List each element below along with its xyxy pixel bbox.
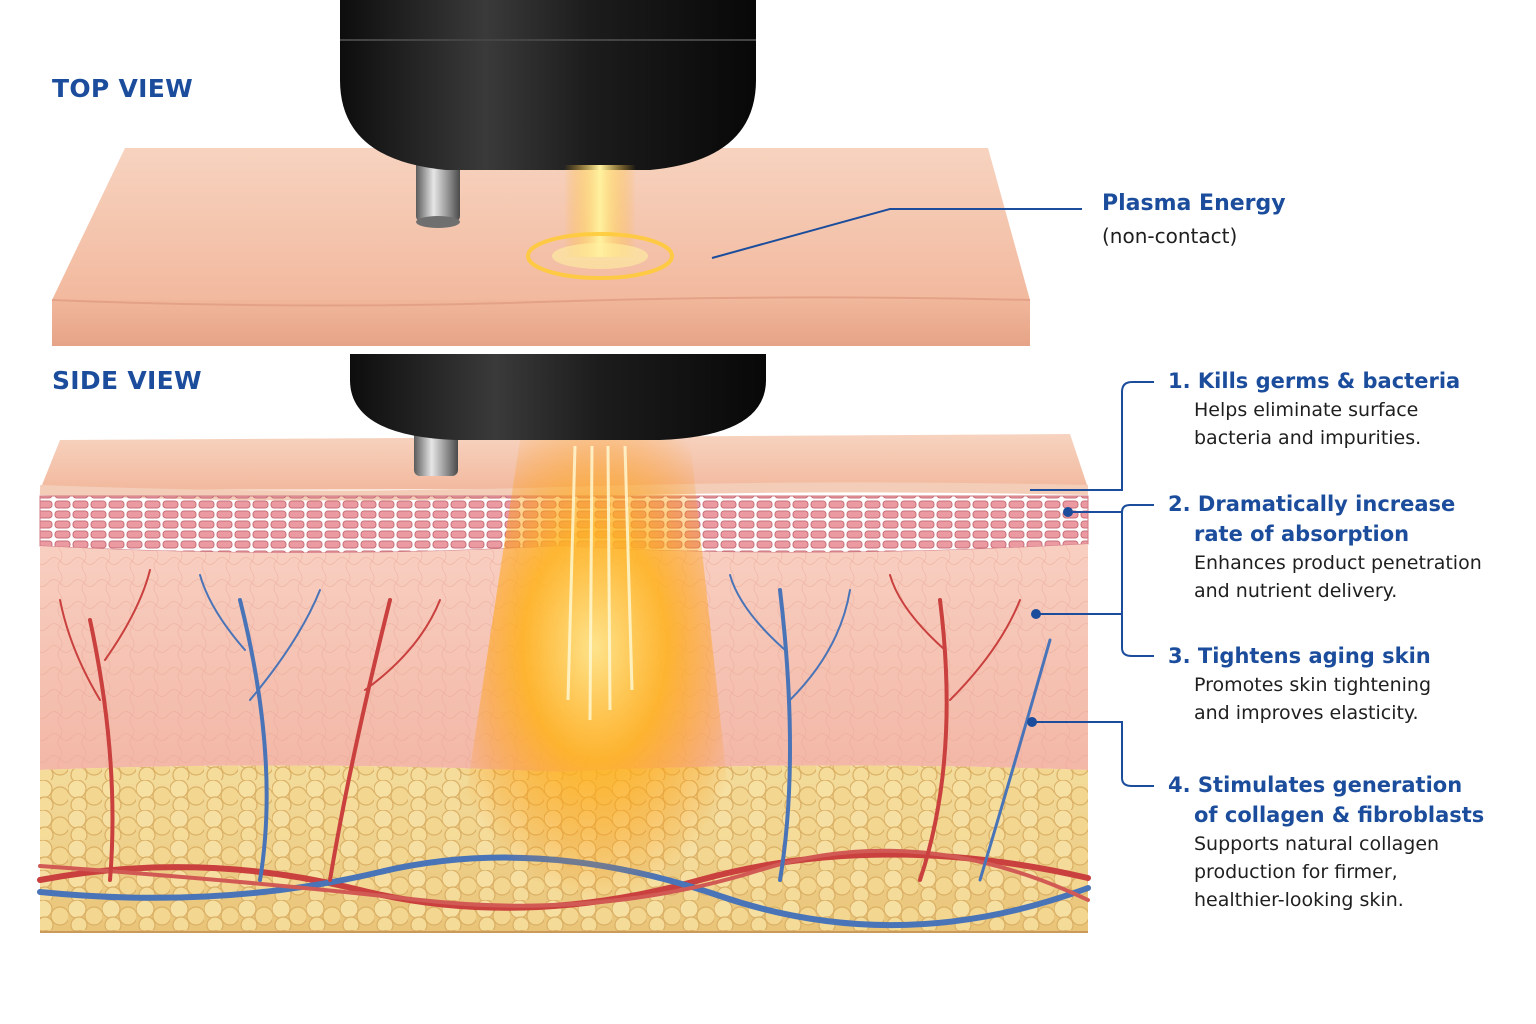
top-skin-surface <box>52 148 1030 300</box>
plasma-energy-title: Plasma Energy <box>1102 191 1286 216</box>
benefit-4-desc-line-3: healthier-looking skin. <box>1194 889 1404 911</box>
benefit-2-title-line-2: rate of absorption <box>1194 522 1410 546</box>
callout-leader-lines <box>711 208 1154 787</box>
benefit-4-callout: 4. Stimulates generation of collagen & f… <box>1168 770 1484 914</box>
benefit-4-desc-line-1: Supports natural collagen <box>1194 833 1440 855</box>
benefit-2-callout: 2. Dramatically increase rate of absorpt… <box>1168 489 1482 605</box>
benefit-1-desc-line-1: Helps eliminate surface <box>1194 399 1419 421</box>
benefit-3-desc-line-2: and improves elasticity. <box>1194 702 1419 724</box>
benefit-1-callout: 1. Kills germs & bacteria Helps eliminat… <box>1168 366 1460 452</box>
top-skin-edge <box>52 300 1030 346</box>
plasma-beam-top <box>564 165 636 257</box>
blood-vessels <box>37 569 1091 929</box>
benefit-2-desc-line-2: and nutrient delivery. <box>1194 580 1398 602</box>
benefit-3-callout: 3. Tightens aging skin Promotes skin tig… <box>1168 641 1431 727</box>
benefit-4-title-line-2: of collagen & fibroblasts <box>1194 803 1485 827</box>
benefit-3-desc-line-1: Promotes skin tightening <box>1194 674 1432 696</box>
benefit-4-desc-line-2: production for firmer, <box>1194 861 1398 883</box>
benefit-1-title: 1. Kills germs & bacteria <box>1168 369 1461 393</box>
device-head-top <box>340 0 756 170</box>
device-head-side <box>350 354 766 440</box>
benefit-1-desc-line-2: bacteria and impurities. <box>1194 427 1422 449</box>
side-view-illustration <box>37 354 1091 933</box>
plasma-beam-side <box>450 440 740 900</box>
benefit-2-title-line-1: 2. Dramatically increase <box>1168 492 1456 516</box>
benefit-2-desc-line-1: Enhances product penetration <box>1194 552 1482 574</box>
top-view-label: TOP VIEW <box>52 74 194 103</box>
top-view-illustration <box>51 0 1031 346</box>
plasma-ring <box>526 232 674 280</box>
plasma-energy-subtitle: (non-contact) <box>1102 224 1238 248</box>
callout-dots <box>1027 507 1073 727</box>
plasma-energy-callout: Plasma Energy (non-contact) <box>1102 188 1286 252</box>
benefit-4-title-line-1: 4. Stimulates generation <box>1168 773 1463 797</box>
side-view-label: SIDE VIEW <box>52 366 202 395</box>
benefit-3-title: 3. Tightens aging skin <box>1168 644 1431 668</box>
